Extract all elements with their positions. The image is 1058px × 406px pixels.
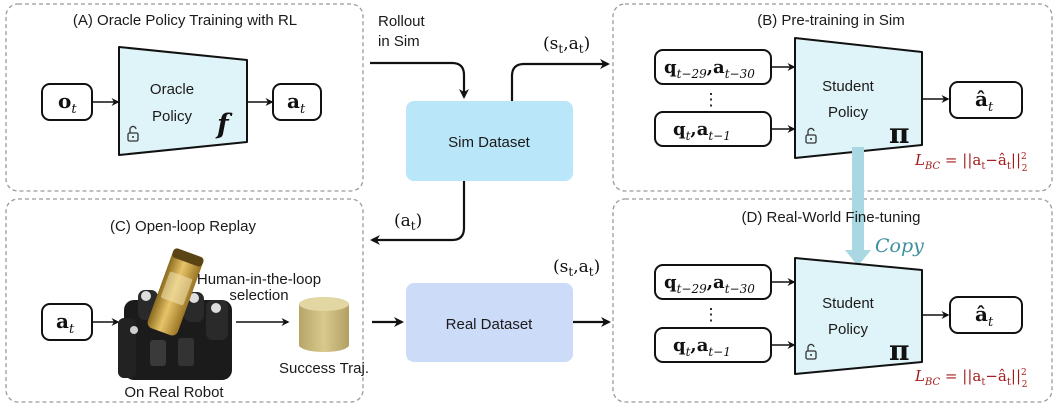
arrow-sim-to-pretrain [510, 59, 610, 101]
panel-a-title: (A) Oracle Policy Training with RL [73, 12, 297, 29]
lock-open-icon [805, 343, 817, 360]
student-policy-b-line2: Policy [828, 104, 869, 121]
lock-open-icon [127, 125, 139, 142]
panel-c-title: (C) Open-loop Replay [110, 218, 256, 235]
panel-c [5, 198, 364, 403]
history-bottom-label-d: qt,at−1 [673, 335, 731, 359]
panel-a [5, 3, 364, 192]
student-policy-b-line1: Student [822, 78, 875, 95]
hitl-label-line1: Human-in-the-loop [197, 271, 321, 288]
panel-b-title: (B) Pre-training in Sim [757, 12, 905, 29]
student-policy-d-symbol: π [889, 334, 910, 367]
student-policy-trapezoid-d [794, 257, 923, 375]
student-policy-d-line2: Policy [828, 321, 869, 338]
sim-flow-label: (st,at) [543, 34, 590, 56]
arrow-sim-to-replay [370, 181, 466, 245]
lock-open-icon [805, 127, 817, 144]
real-flow-label: (st,at) [553, 257, 600, 279]
oracle-policy-line2: Policy [152, 108, 193, 125]
copy-arrow [845, 147, 871, 266]
student-policy-d-line1: Student [822, 295, 875, 312]
real-dataset-label: Real Dataset [446, 316, 534, 333]
replay-flow-label: (at) [394, 211, 422, 233]
robot-caption: On Real Robot [124, 384, 224, 401]
student-d-output-label: ât [975, 302, 994, 330]
student-b-output-box [949, 81, 1023, 119]
rollout-label-line2: in Sim [378, 33, 420, 50]
panel-d-title: (D) Real-World Fine-tuning [742, 209, 921, 226]
hitl-label-line2: selection [229, 287, 288, 304]
history-bottom-label: qt,at−1 [673, 119, 731, 143]
student-d-output-box [949, 296, 1023, 334]
success-traj-label: Success Traj. [279, 360, 369, 377]
history-dots-d: ⋮ [703, 305, 720, 325]
oracle-policy-trapezoid [118, 46, 248, 156]
student-policy-trapezoid-b [794, 37, 923, 159]
panel-b [612, 3, 1053, 192]
real-dataset-box [406, 283, 573, 362]
history-top-label: qt−29,at−30 [664, 57, 755, 81]
robot-hand-photo [118, 248, 232, 380]
cylinder-icon [299, 297, 349, 352]
oracle-output-box [272, 83, 322, 121]
oracle-policy-line1: Oracle [150, 81, 194, 98]
student-b-output-label: ât [975, 87, 994, 115]
sim-dataset-box [406, 101, 573, 181]
rollout-label-line1: Rollout [378, 13, 426, 30]
oracle-policy-symbol: f [215, 109, 233, 140]
history-dots: ⋮ [703, 90, 720, 110]
student-policy-b-symbol: π [889, 117, 910, 150]
sim-dataset-label: Sim Dataset [448, 134, 531, 151]
oracle-input-label: ot [58, 89, 77, 117]
copy-label: Copy [875, 235, 924, 257]
history-top-label-d: qt−29,at−30 [664, 272, 755, 296]
replay-input-label: at [56, 309, 75, 337]
oracle-output-label: at [287, 89, 306, 117]
arrow-rollout-to-sim [370, 61, 469, 99]
